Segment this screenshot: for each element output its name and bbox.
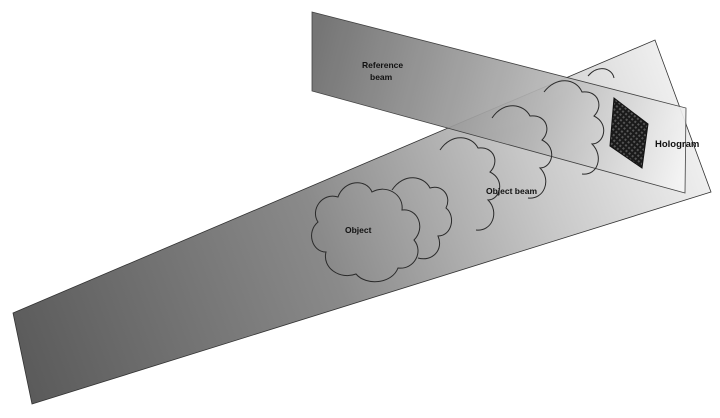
wavefront-5 <box>587 68 615 79</box>
hologram-label: Hologram <box>655 139 699 150</box>
object-beam-label: Object beam <box>486 186 537 196</box>
wavefront-1 <box>391 177 453 260</box>
wavefront-3 <box>491 105 553 199</box>
reference-beam-label-line2: beam <box>370 72 393 82</box>
reference-beam-label-line1: Reference <box>362 60 403 70</box>
wavefront-2 <box>439 137 501 231</box>
wavefronts <box>311 68 615 283</box>
hologram-plate <box>609 97 649 169</box>
reference-beam <box>311 11 687 194</box>
object-label: Object <box>345 225 372 235</box>
wavefront-4 <box>543 80 605 175</box>
object-outline <box>311 182 421 283</box>
